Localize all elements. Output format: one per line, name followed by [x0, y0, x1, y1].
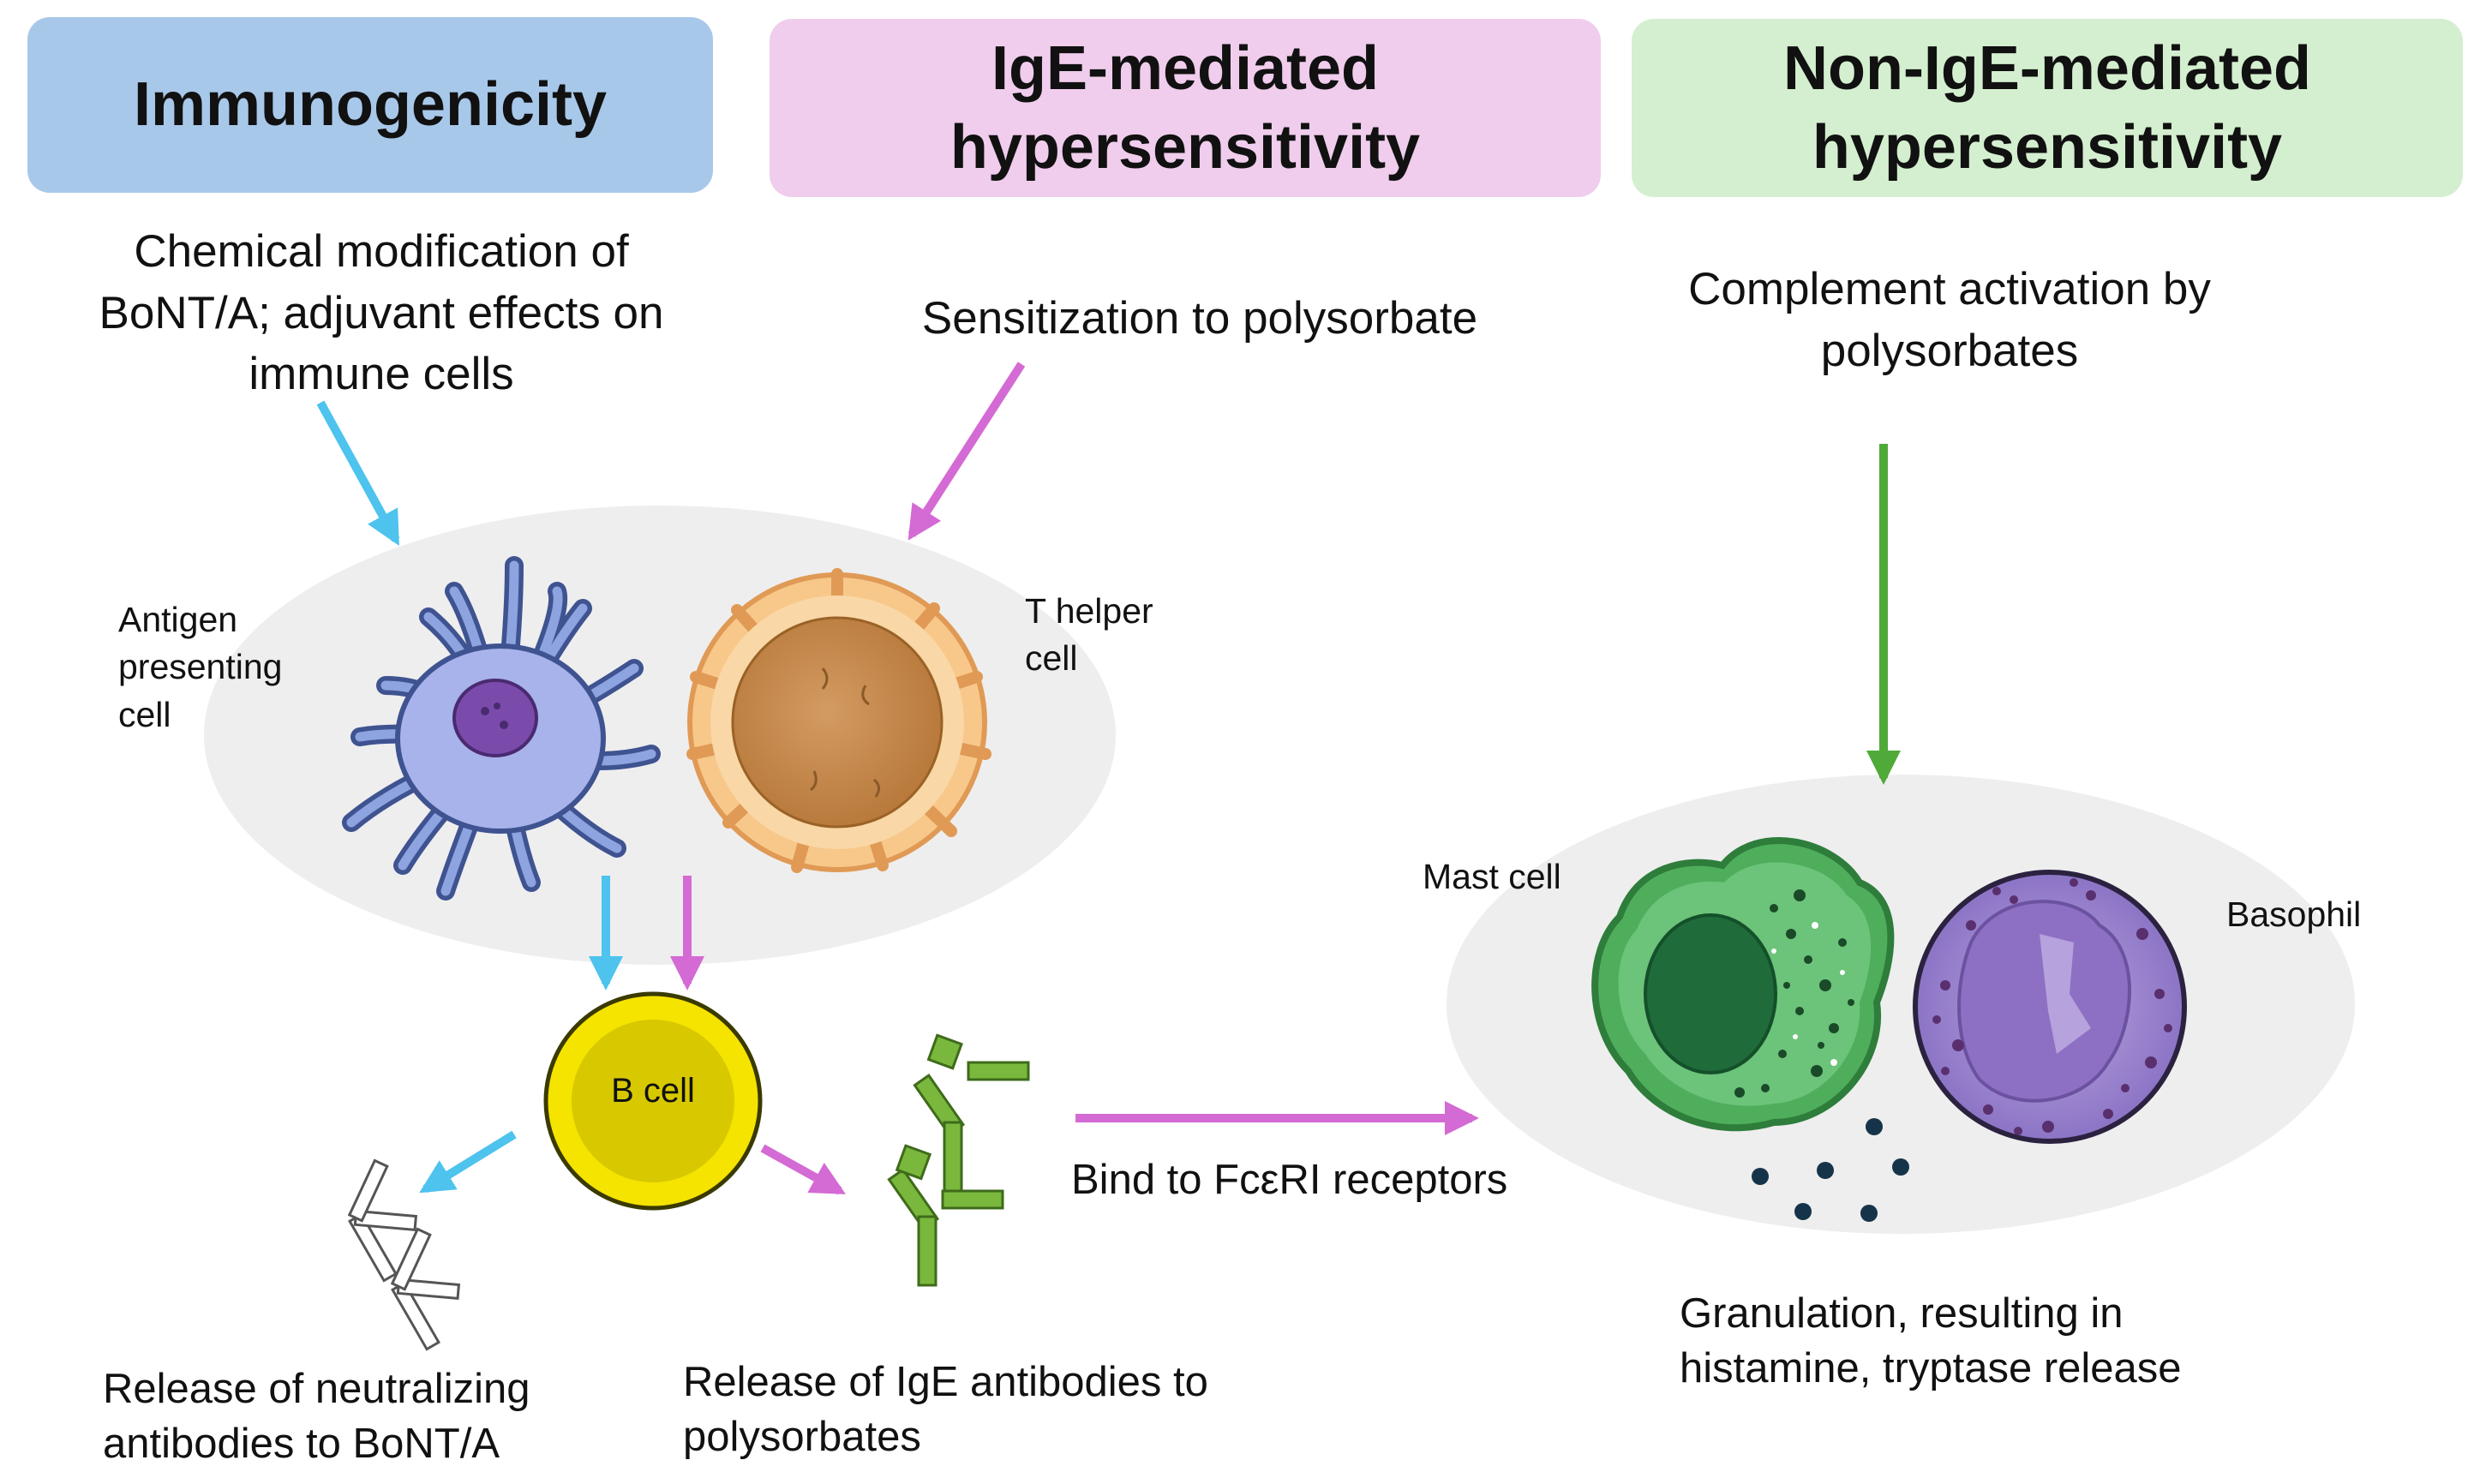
header-non-ige-line-1: Non-IgE-mediated: [1782, 33, 2311, 103]
b-cell-label: B cell: [611, 1072, 695, 1110]
released-granules: [1752, 1118, 1909, 1222]
sensitization-text: Sensitization to polysorbate: [921, 293, 1478, 344]
arrow-bcell-to-neutralizing-antibodies: [419, 1130, 517, 1194]
complement-activation-text: Complement activation by polysorbates: [1688, 264, 2211, 376]
bind-receptors-text: Bind to FcεRI receptors: [1071, 1157, 1508, 1203]
mast-cell-label: Mast cell: [1423, 857, 1561, 896]
arrow-chemical-to-apc: [316, 400, 400, 547]
release-ige-text: Release of IgE antibodies to polysorbate…: [683, 1359, 1208, 1460]
header-ige-line-1: IgE-mediated: [991, 33, 1380, 103]
header-immunogenicity: Immunogenicity: [27, 17, 713, 193]
antigen-presenting-cell: [342, 556, 661, 901]
header-ige-line-2: hypersensitivity: [949, 113, 1421, 182]
basophil-label: Basophil: [2226, 895, 2362, 934]
b-cell: [543, 991, 763, 1211]
header-non-ige-mediated: Non-IgE-mediated hypersensitivity: [1632, 19, 2463, 197]
t-helper-cell: [686, 568, 991, 873]
arrow-sensitization-to-thelper: [908, 362, 1026, 541]
header-ige-mediated: IgE-mediated hypersensitivity: [770, 19, 1601, 197]
basophil: [1913, 870, 2187, 1144]
ige-antibodies: [887, 1033, 1030, 1287]
release-neutralizing-text: Release of neutralizing antibodies to Bo…: [103, 1366, 530, 1467]
header-immunogenicity-line-1: Immunogenicity: [133, 70, 608, 140]
arrow-bcell-to-ige-antibodies: [760, 1144, 846, 1195]
granulation-text: Granulation, resulting in histamine, try…: [1680, 1290, 2182, 1391]
mast-cell: [1591, 837, 1895, 1132]
neutralizing-antibodies: [347, 1158, 461, 1351]
header-non-ige-line-2: hypersensitivity: [1812, 113, 2283, 182]
chemical-modification-text: Chemical modification of BoNT/A; adjuvan…: [99, 226, 664, 400]
apc-label: Antigen presenting cell: [118, 600, 283, 734]
t-helper-label: T helper cell: [1025, 591, 1153, 679]
